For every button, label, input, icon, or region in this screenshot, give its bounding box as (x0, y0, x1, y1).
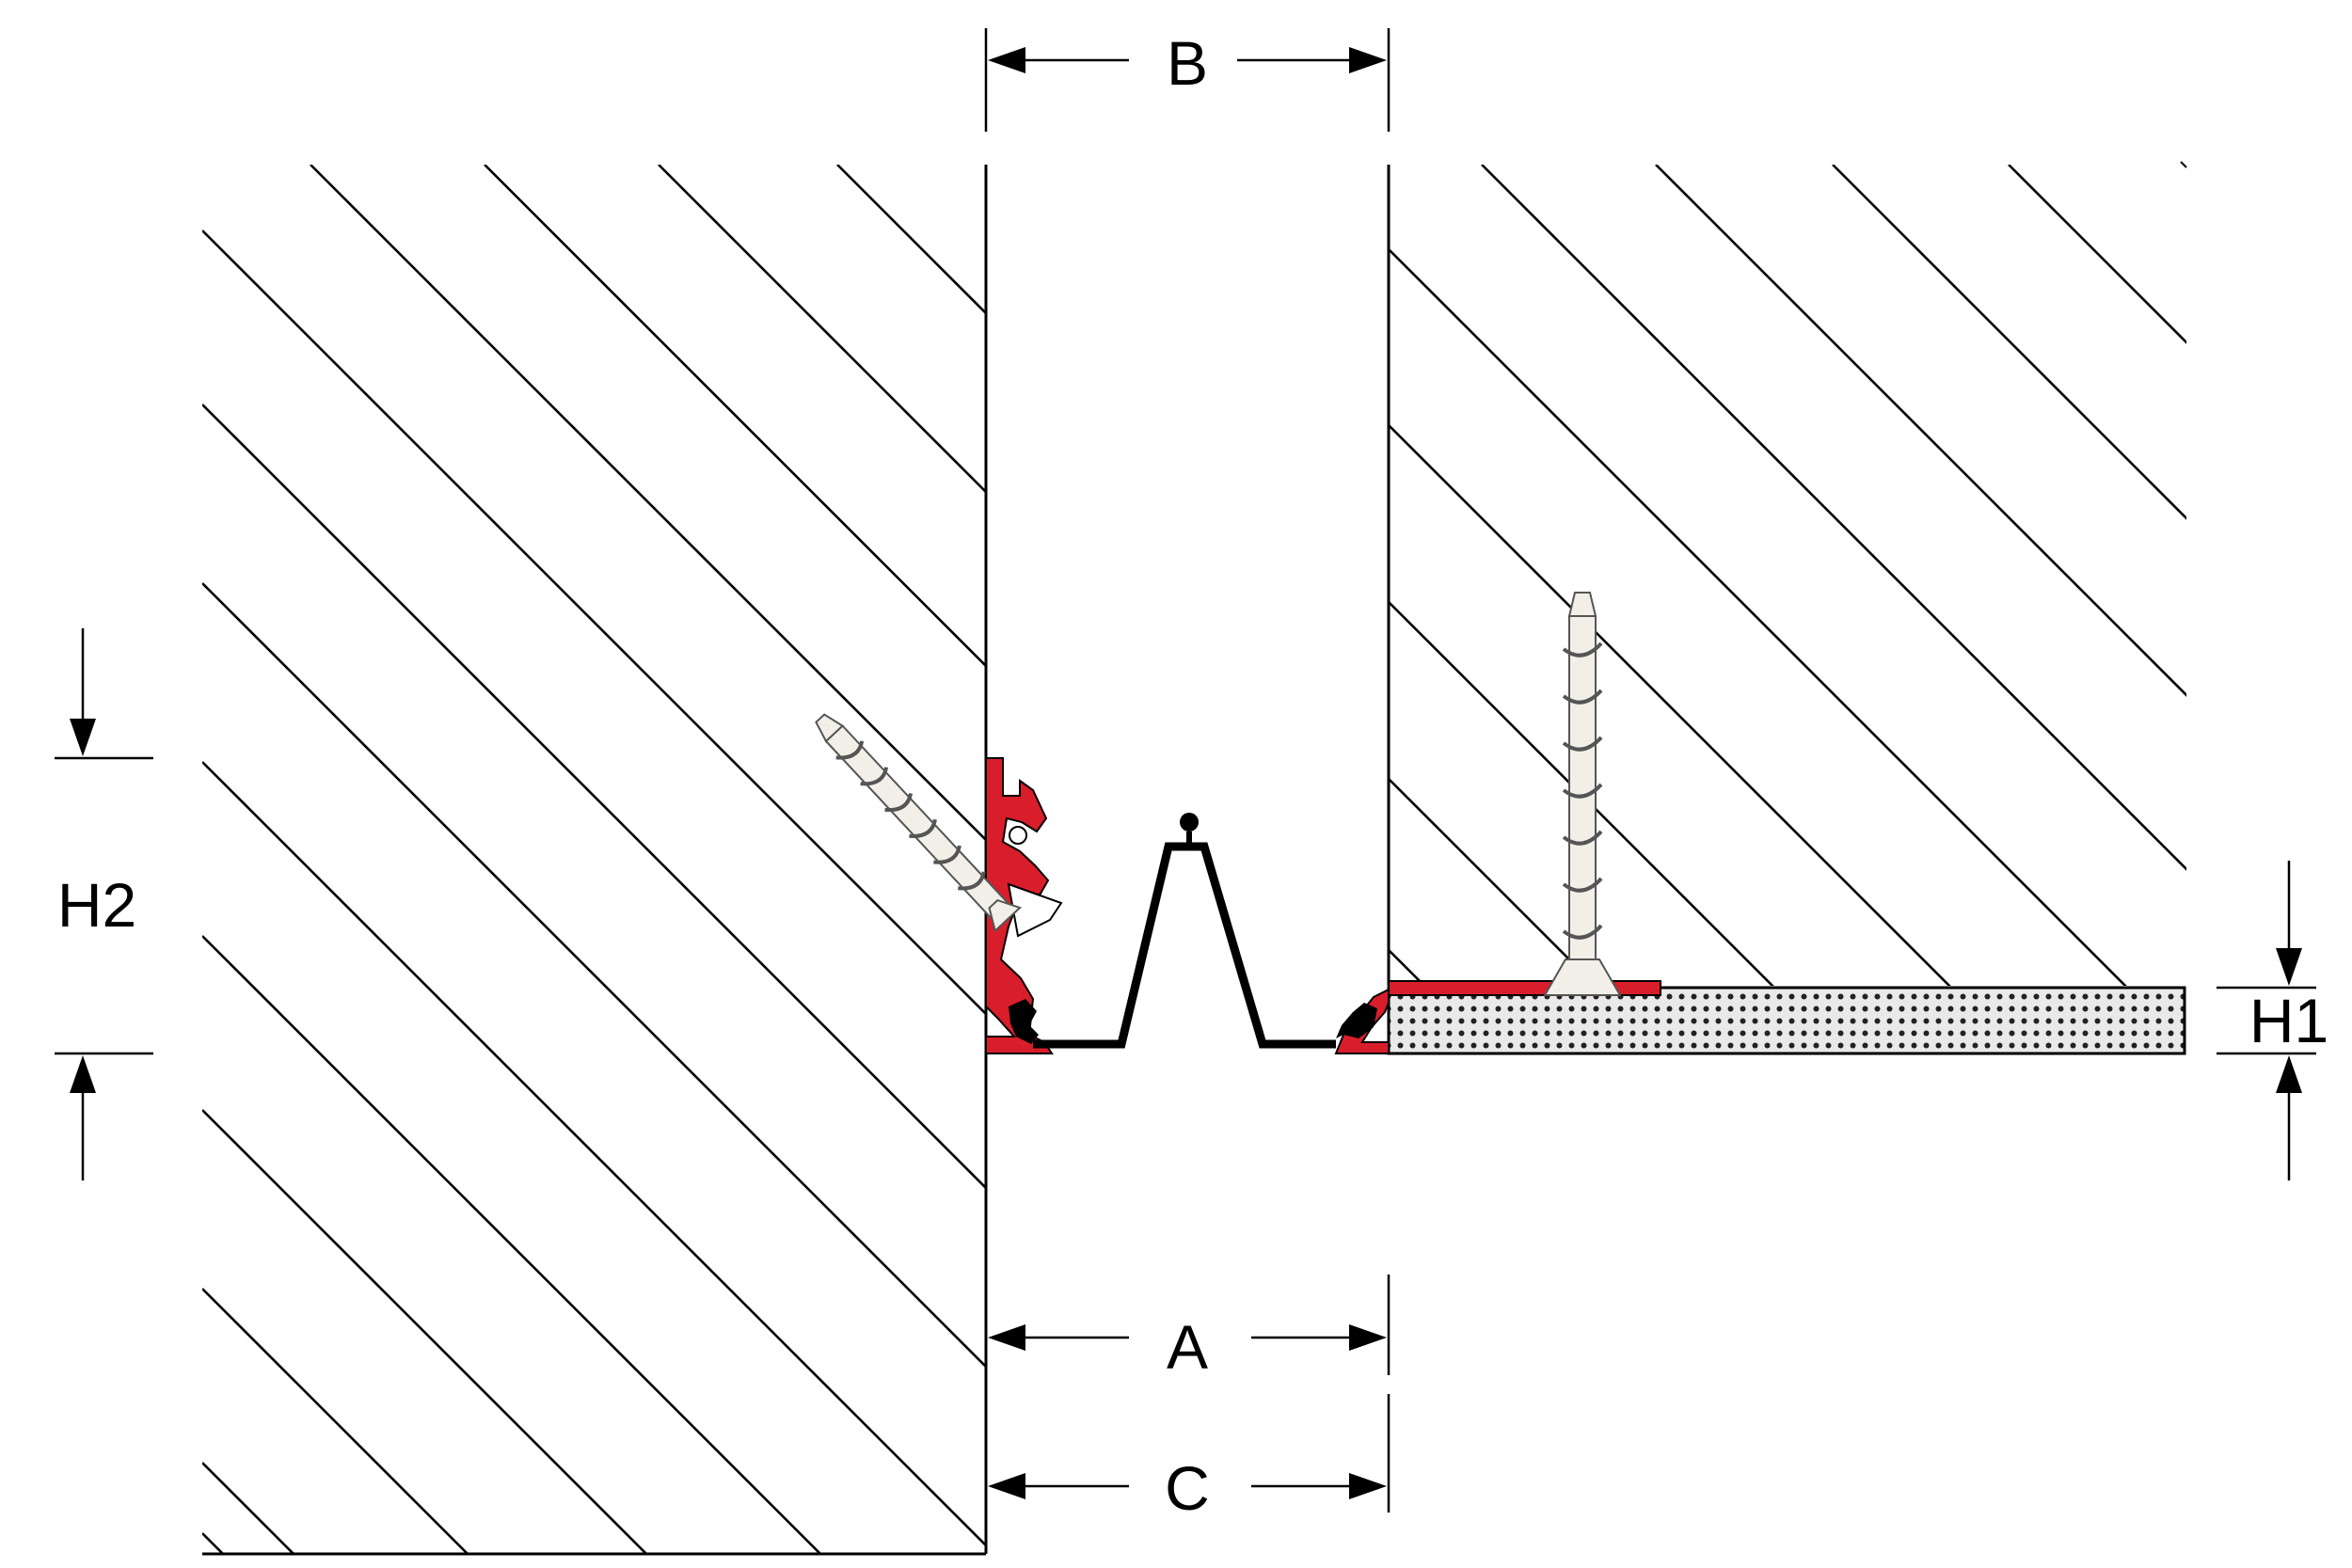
vertical-screw-icon (1543, 592, 1622, 996)
left-seal-clip (1009, 999, 1039, 1044)
dimension-b (984, 28, 1391, 132)
left-hatch-lines (202, 165, 986, 1554)
label-b: B (1167, 28, 1208, 98)
right-concrete-block (1387, 161, 2187, 986)
right-hatch-lines (1389, 165, 2186, 986)
label-a: A (1167, 1312, 1208, 1382)
right-block-corner-mark (2180, 161, 2187, 168)
left-red-profile (985, 757, 1063, 1054)
angled-concrete-screw-icon (815, 713, 1023, 933)
dimension-h2 (55, 628, 153, 1180)
flexible-seal (1033, 842, 1336, 1049)
seal-bulb-icon (1180, 813, 1199, 847)
label-h1: H1 (2249, 986, 2328, 1055)
right-seal-clip (1336, 1003, 1377, 1038)
dimension-c (988, 1394, 1391, 1513)
floor-covering-board (1387, 986, 2186, 1055)
left-concrete-block (202, 165, 988, 1556)
label-c: C (1165, 1453, 1210, 1523)
dimension-h1 (2217, 861, 2316, 1180)
dimension-a (988, 1275, 1391, 1375)
label-h2: H2 (57, 870, 136, 940)
